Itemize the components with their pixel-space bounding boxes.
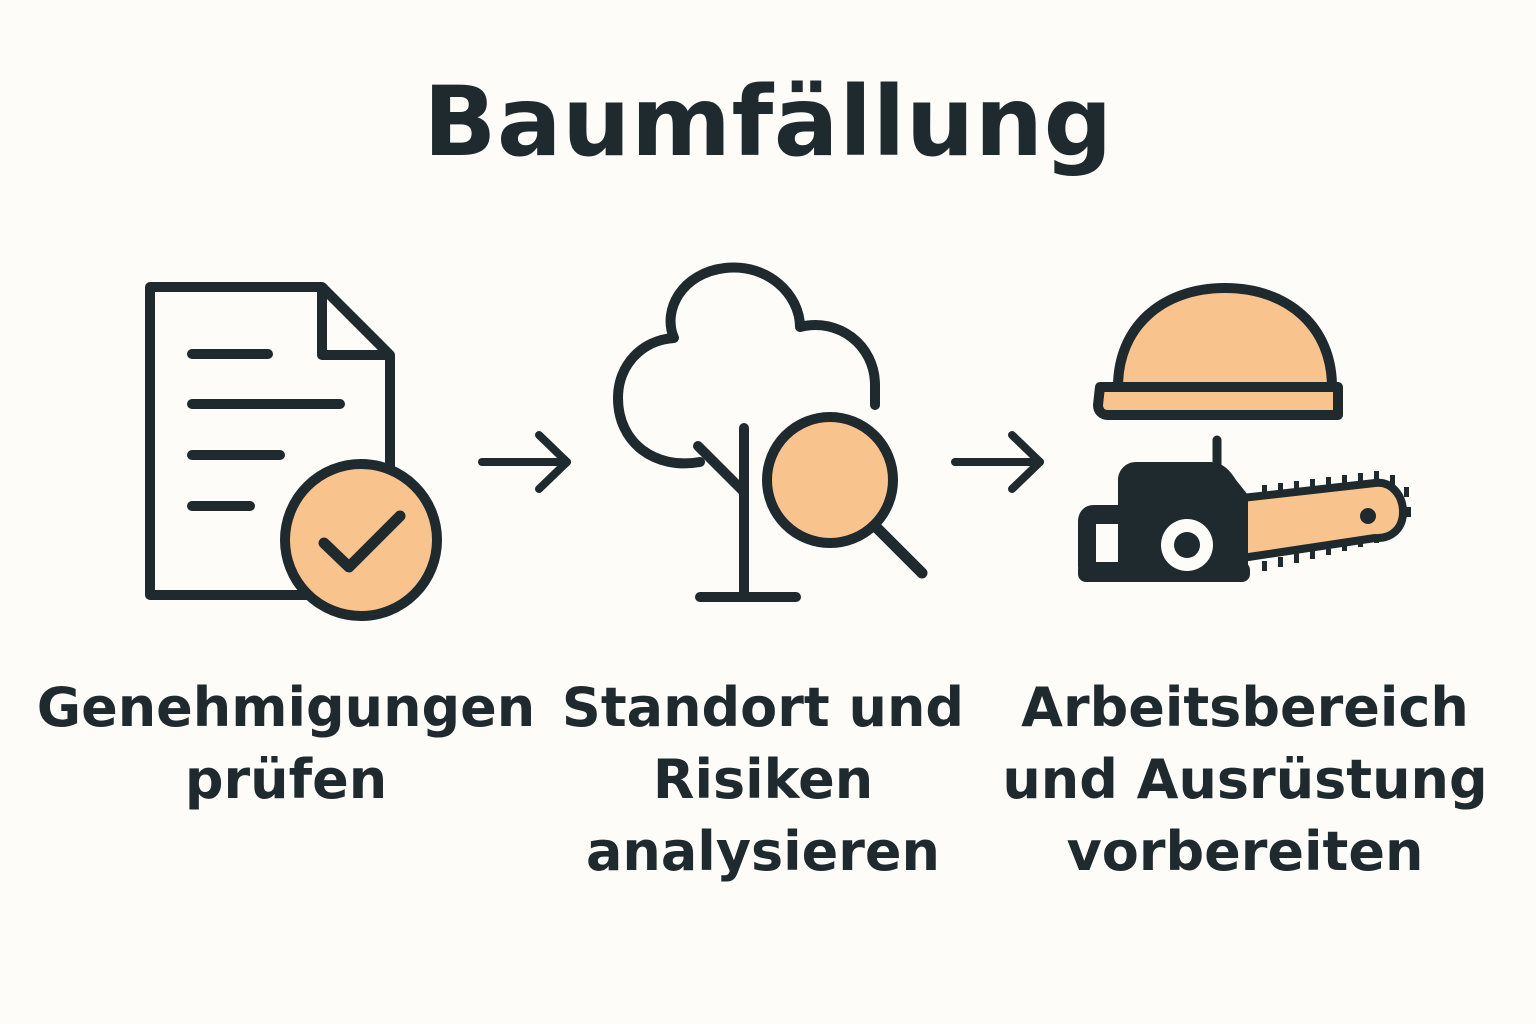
document-check-icon — [145, 282, 442, 621]
helmet-chainsaw-icon — [1078, 283, 1411, 582]
step-label-line: vorbereiten — [1066, 820, 1424, 883]
step-label-line: Genehmigungen — [36, 676, 536, 739]
page-title: Baumfällung — [423, 66, 1113, 178]
tree-magnifier-icon — [613, 262, 928, 602]
arrow-right-icon — [951, 431, 1044, 493]
step-label-line: prüfen — [184, 748, 388, 811]
arrow-right-icon — [478, 431, 571, 493]
step-label-line: Arbeitsbereich — [1021, 676, 1469, 739]
step-label-line: Risiken — [652, 748, 874, 811]
step-label-site-analysis: Standort und Risiken analysieren — [508, 672, 1018, 888]
step-label-line: und Ausrüstung — [1002, 748, 1488, 811]
step-label-preparation: Arbeitsbereich und Ausrüstung vorbereite… — [990, 672, 1500, 888]
step-label-line: Standort und — [561, 676, 965, 739]
step-label-permits: Genehmigungen prüfen — [36, 672, 536, 816]
step-label-line: analysieren — [585, 820, 940, 883]
